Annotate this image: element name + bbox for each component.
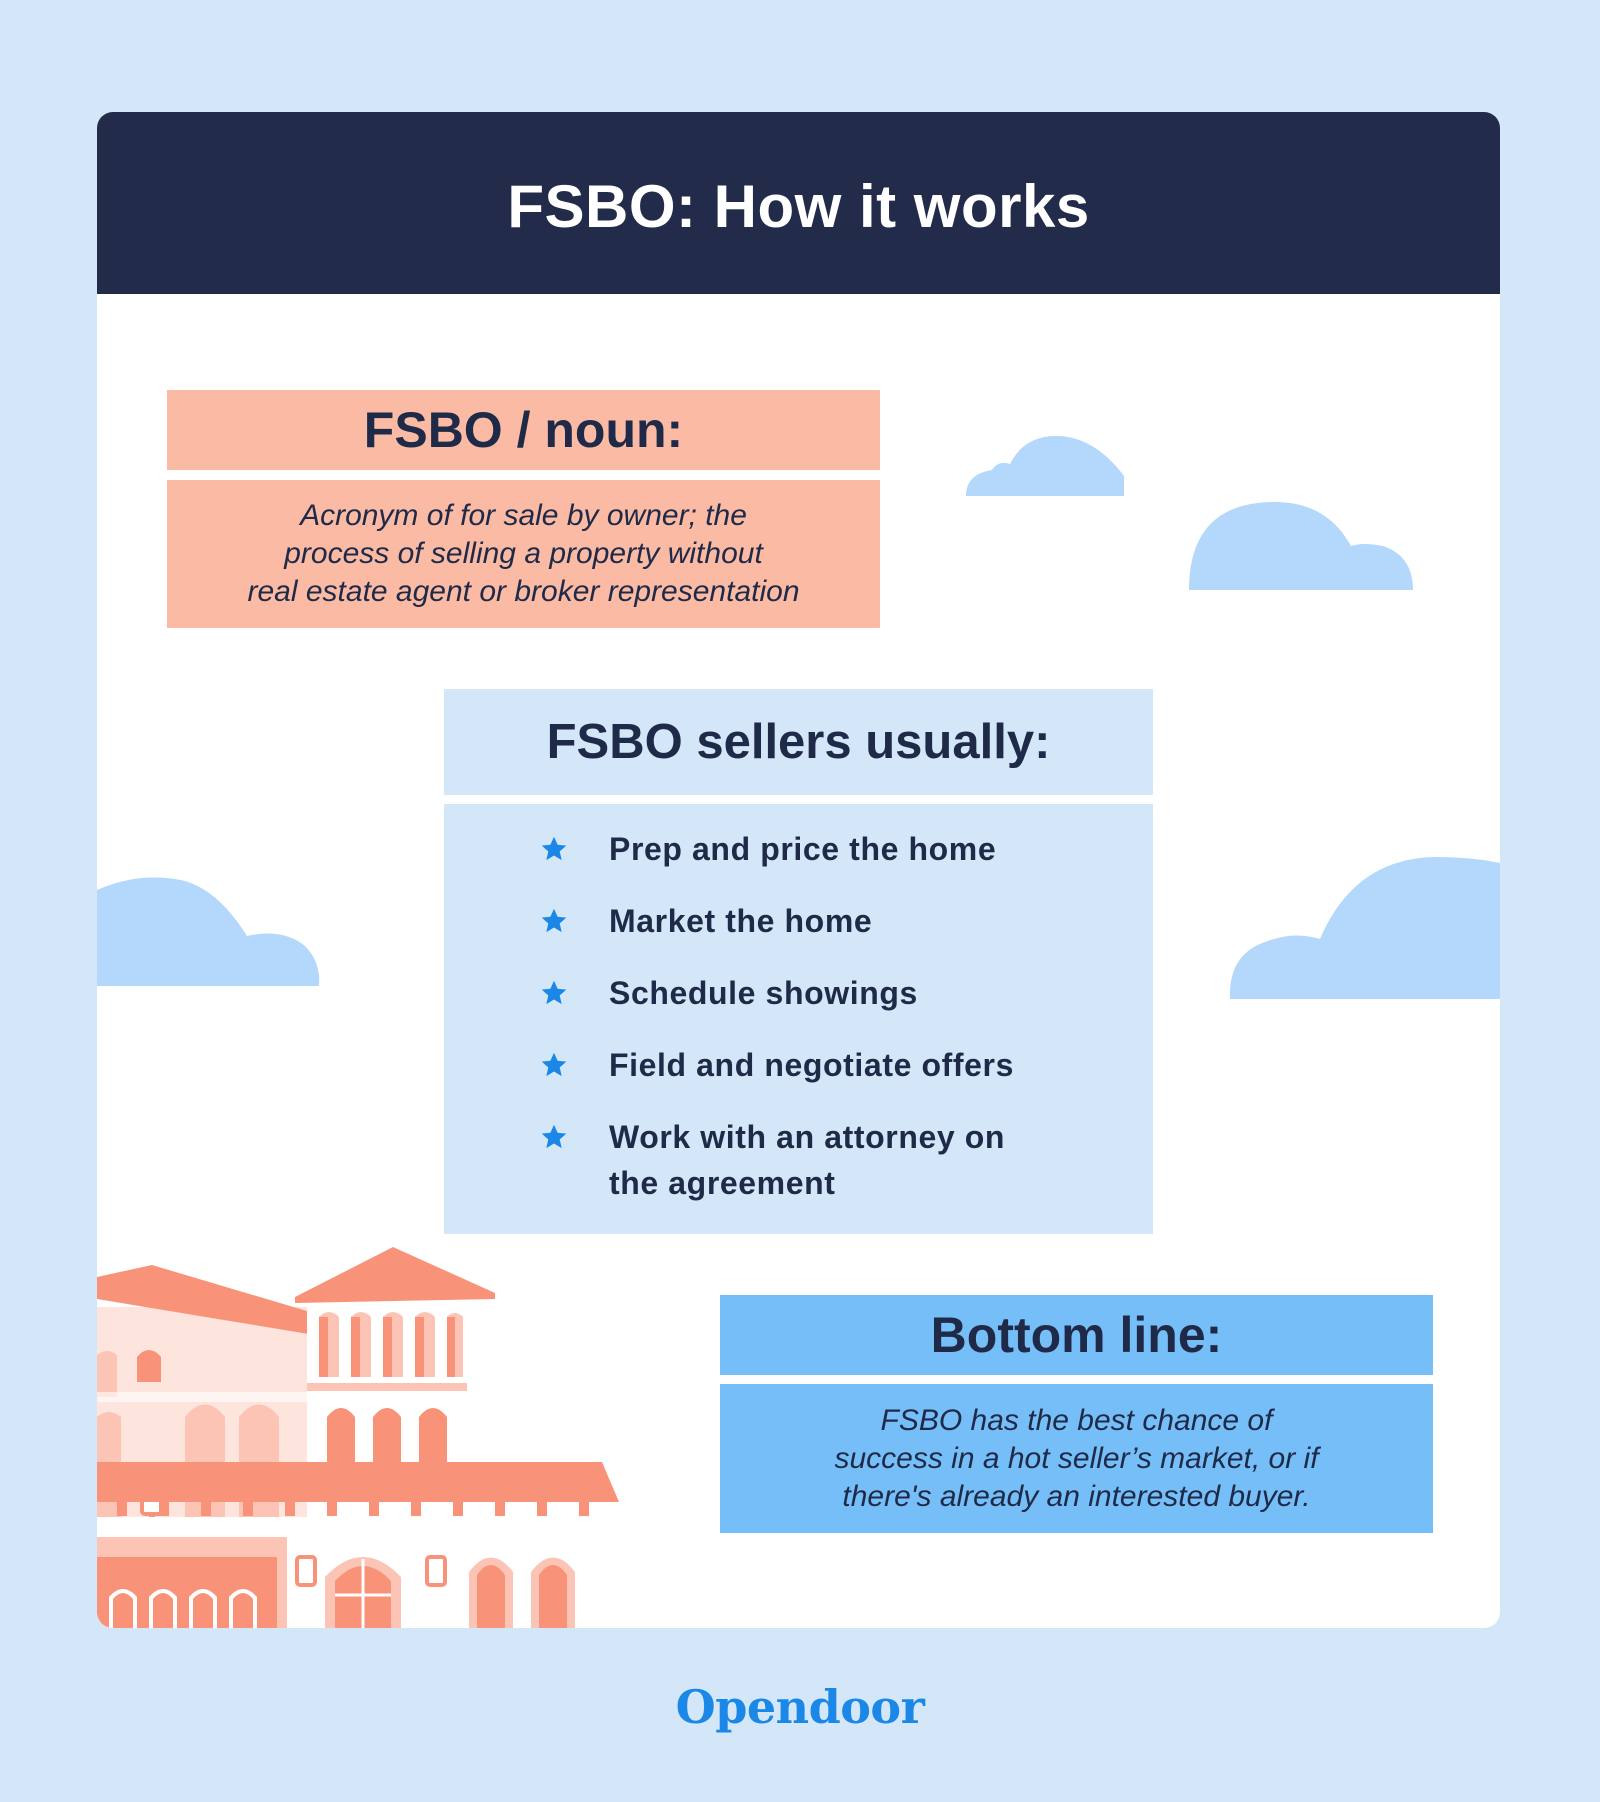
- list-item-label: Work with an attorney on the agreement: [609, 1119, 1006, 1201]
- cloud-icon: [1229, 857, 1500, 999]
- definition-text: Acronym of for sale by owner; the proces…: [167, 480, 880, 628]
- cloud-icon: [97, 877, 320, 986]
- list-item-label: Prep and price the home: [609, 831, 997, 867]
- sellers-label: FSBO sellers usually:: [444, 689, 1153, 795]
- cloud-icon: [966, 436, 1124, 496]
- list-item-label: Market the home: [609, 903, 873, 939]
- star-icon: [541, 1052, 567, 1077]
- bottom-line-text: FSBO has the best chance of success in a…: [720, 1384, 1433, 1533]
- house-illustration: [97, 1247, 619, 1628]
- page-title: FSBO: How it works: [507, 172, 1090, 240]
- header-bar: FSBO: How it works: [97, 112, 1500, 294]
- definition-label: FSBO / noun:: [167, 390, 880, 470]
- opendoor-logo: Opendoor: [675, 1680, 925, 1734]
- star-icon: [541, 836, 567, 861]
- list-item-label: Field and negotiate offers: [609, 1047, 1014, 1083]
- star-icon: [541, 908, 567, 933]
- sellers-list: Prep and price the home Market the home …: [444, 804, 1153, 1234]
- infographic-card: FSBO: How it works FSBO / noun: Acronym …: [97, 112, 1500, 1628]
- star-icon: [541, 1124, 567, 1149]
- list-item-label: Schedule showings: [609, 975, 918, 1011]
- cloud-icon: [1189, 502, 1413, 590]
- bottom-line-label: Bottom line:: [720, 1295, 1433, 1375]
- star-icon: [541, 980, 567, 1005]
